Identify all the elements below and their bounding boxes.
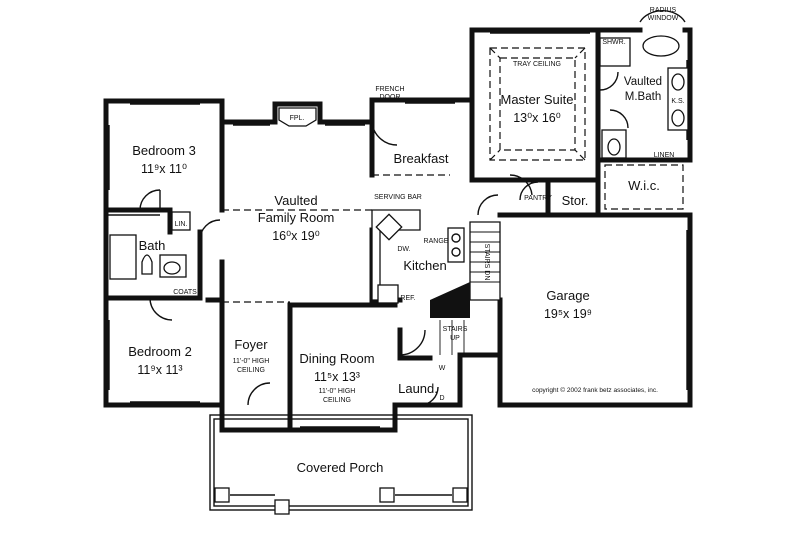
washer-label: W bbox=[439, 365, 446, 372]
kitchen-label: Kitchen bbox=[403, 258, 446, 273]
dw-label: DW. bbox=[397, 246, 410, 253]
dining-dim: 11⁵x 13³ bbox=[314, 370, 360, 384]
shwr-label: SHWR. bbox=[602, 39, 625, 46]
bedroom3-dim: 11⁹x 11⁰ bbox=[141, 162, 187, 176]
master-suite-dim: 13⁰x 16⁰ bbox=[513, 111, 561, 125]
mbath-label-1: Vaulted bbox=[624, 76, 662, 88]
bath-fixtures bbox=[106, 211, 191, 280]
breakfast-label: Breakfast bbox=[394, 151, 449, 166]
porch-label: Covered Porch bbox=[297, 460, 384, 475]
linen-master-label: LINEN bbox=[654, 152, 675, 159]
windows bbox=[108, 32, 688, 428]
mbath-label-2: M.Bath bbox=[625, 91, 661, 103]
dashed-openings bbox=[222, 174, 450, 303]
wic-label: W.i.c. bbox=[628, 178, 660, 193]
wic-shelves bbox=[604, 164, 684, 210]
stairs-up-label-1: STAIRS bbox=[443, 326, 468, 333]
radius-window-label-1: RADIUS bbox=[650, 7, 677, 14]
fpl-label: FPL. bbox=[290, 115, 305, 122]
porch bbox=[209, 414, 473, 515]
foyer-label: Foyer bbox=[234, 337, 268, 352]
kitchen-fixtures bbox=[371, 209, 465, 304]
stairs-up-label-2: UP bbox=[450, 335, 460, 342]
coats-label: COATS bbox=[173, 289, 197, 296]
bedroom3-label: Bedroom 3 bbox=[132, 143, 196, 158]
stor-label: Stor. bbox=[562, 193, 589, 208]
serving-bar-label: SERVING BAR bbox=[374, 194, 422, 201]
ks-label: K.S. bbox=[671, 98, 684, 105]
radius-window-label-2: WINDOW bbox=[648, 15, 679, 22]
french-door-label-2: DOOR bbox=[380, 94, 401, 101]
dining-note-1: 11'-0" HIGH bbox=[319, 388, 356, 395]
copyright-label: copyright © 2002 frank betz associates, … bbox=[532, 386, 658, 394]
bedroom2-dim: 11⁹x 11³ bbox=[137, 363, 182, 377]
garage-dim: 19⁵x 19⁹ bbox=[544, 307, 592, 321]
dining-label: Dining Room bbox=[299, 351, 374, 366]
master-suite-label: Master Suite bbox=[501, 92, 574, 107]
family-dim: 16⁰x 19⁰ bbox=[272, 229, 320, 243]
stairs-dn-label: STAIRS DN bbox=[483, 244, 490, 281]
laundry-label: Laund. bbox=[398, 381, 438, 396]
master-bath-fixtures bbox=[599, 10, 689, 159]
fireplace bbox=[278, 107, 317, 127]
tray-ceiling bbox=[489, 47, 586, 161]
dryer-label: D bbox=[439, 395, 444, 402]
garage-label: Garage bbox=[546, 288, 589, 303]
dining-note-2: CEILING bbox=[323, 397, 351, 404]
foyer-note-2: CEILING bbox=[237, 367, 265, 374]
interior-walls bbox=[103, 27, 693, 408]
family-label-1: Vaulted bbox=[274, 193, 317, 208]
stairs bbox=[430, 221, 501, 355]
family-label-2: Family Room bbox=[258, 210, 335, 225]
french-door-label-1: FRENCH bbox=[375, 86, 404, 93]
lin-label: LIN. bbox=[175, 221, 188, 228]
tray-ceiling-label: TRAY CEILING bbox=[513, 61, 561, 68]
foyer-note-1: 11'-0" HIGH bbox=[233, 358, 270, 365]
ref-label: REF. bbox=[400, 295, 415, 302]
doors bbox=[139, 71, 629, 406]
range-label: RANGE bbox=[424, 238, 449, 245]
pantry-label: PANTRY bbox=[524, 195, 552, 202]
bath-label: Bath bbox=[139, 238, 166, 253]
bedroom2-label: Bedroom 2 bbox=[128, 344, 192, 359]
